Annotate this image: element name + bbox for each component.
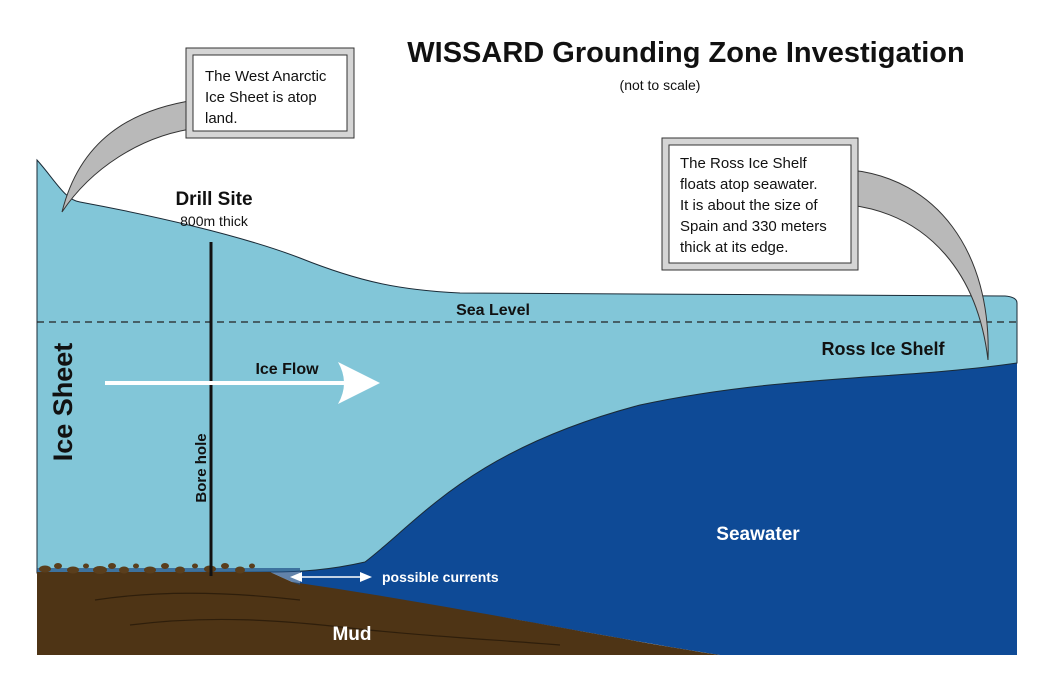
bore-hole-label: Bore hole	[193, 433, 210, 502]
diagram-subtitle: (not to scale)	[620, 77, 701, 93]
ice-sheet-callout-inner	[192, 54, 348, 132]
ross-shelf-callout-inner	[668, 144, 852, 264]
ross-shelf-callout-tail	[849, 169, 989, 361]
currents-arrow	[290, 572, 372, 582]
drill-thickness-label: 800m thick	[180, 213, 249, 229]
ice-sheet-callout-text: The West Anarctic Ice Sheet is atop land…	[205, 68, 331, 127]
diagram-title: WISSARD Grounding Zone Investigation	[407, 37, 964, 69]
ross-shelf-callout-line: Spain and 330 meters	[680, 218, 827, 235]
ross-shelf-callout-text: The Ross Ice Shelf floats atop seawater.…	[680, 155, 831, 256]
ice-flow-label: Ice Flow	[255, 361, 319, 378]
subglacial-water	[37, 568, 300, 585]
seawater-label: Seawater	[716, 524, 800, 545]
seawater-body	[300, 360, 1017, 655]
ross-shelf-callout-line: floats atop seawater.	[680, 176, 818, 193]
possible-currents-label: possible currents	[382, 569, 499, 585]
ross-ice-shelf-label: Ross Ice Shelf	[821, 339, 945, 359]
ice-sheet-label: Ice Sheet	[48, 343, 78, 462]
ice-sheet-callout-line: The West Anarctic	[205, 68, 327, 85]
ice-sheet-callout-line: land.	[205, 110, 238, 127]
mud-streak	[129, 618, 561, 646]
mud-streak	[94, 592, 301, 601]
ice-sheet-callout-tail	[61, 99, 199, 213]
ross-shelf-callout-line: The Ross Ice Shelf	[680, 155, 808, 172]
ice-sheet-callout-line: Ice Sheet is atop	[205, 89, 317, 106]
mud-label: Mud	[332, 624, 371, 645]
sediment-pebbles	[39, 563, 255, 574]
sea-level-label: Sea Level	[456, 302, 530, 319]
drill-site-label: Drill Site	[175, 189, 252, 210]
ross-shelf-callout-line: thick at its edge.	[680, 239, 788, 256]
ice-body	[36, 158, 1018, 574]
mud-layer	[37, 572, 720, 655]
ross-shelf-callout-line: It is about the size of	[680, 197, 818, 214]
ice-flow-arrow	[105, 362, 380, 404]
